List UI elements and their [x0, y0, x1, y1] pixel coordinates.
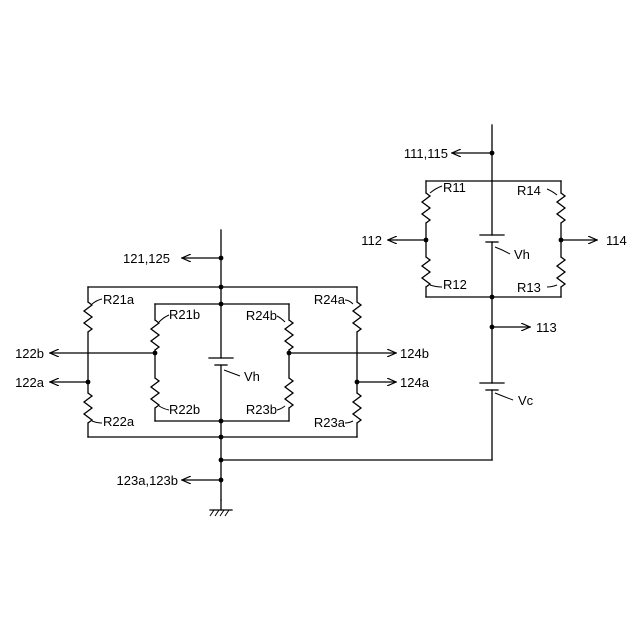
label-122b: 122b	[15, 346, 44, 361]
ground-symbol	[210, 500, 232, 516]
label-114: 114	[606, 233, 627, 248]
resistor-r21a	[84, 302, 92, 332]
resistor-r23a	[353, 393, 361, 423]
resistor-r24a	[353, 302, 361, 332]
resistor-r22b	[151, 378, 159, 408]
battery-vh-heater	[209, 358, 233, 365]
label-122a: 122a	[15, 375, 45, 390]
battery-vc	[480, 383, 504, 390]
label-113: 113	[536, 320, 557, 335]
resistor-r13	[557, 257, 565, 287]
label-vh-heater: Vh	[244, 369, 260, 384]
label-r14: R14	[517, 183, 541, 198]
resistor-r14	[557, 193, 565, 223]
label-r21b: R21b	[169, 307, 200, 322]
resistor-r21b	[151, 320, 159, 350]
label-123: 123a,123b	[117, 473, 178, 488]
heater-circuit: 121,125 122b 122a 124b 124a 123a,123b R2…	[15, 230, 430, 516]
label-124a: 124a	[400, 375, 430, 390]
battery-vh-bridge	[480, 235, 504, 242]
label-r22a: R22a	[103, 414, 135, 429]
resistor-r22a	[84, 393, 92, 423]
label-r23b: R23b	[246, 402, 277, 417]
bridge-circuit: 111,115 112 114 R11 R12 R14 R13 Vh	[361, 125, 626, 299]
label-r13: R13	[517, 280, 541, 295]
label-124b: 124b	[400, 346, 429, 361]
label-111-115: 111,115	[404, 146, 448, 161]
label-r21a: R21a	[103, 292, 135, 307]
label-r23a: R23a	[314, 415, 346, 430]
label-r11: R11	[443, 180, 466, 195]
label-112: 112	[361, 233, 382, 248]
label-r22b: R22b	[169, 402, 200, 417]
resistor-r23b	[285, 378, 293, 408]
resistor-r11	[422, 193, 430, 223]
label-vh-bridge: Vh	[514, 247, 530, 262]
label-121-125: 121,125	[123, 251, 170, 266]
label-r12: R12	[443, 277, 467, 292]
resistor-r12	[422, 257, 430, 287]
label-r24a: R24a	[314, 292, 346, 307]
label-r24b: R24b	[246, 308, 277, 323]
label-vc: Vc	[518, 393, 534, 408]
resistor-r24b	[285, 320, 293, 350]
